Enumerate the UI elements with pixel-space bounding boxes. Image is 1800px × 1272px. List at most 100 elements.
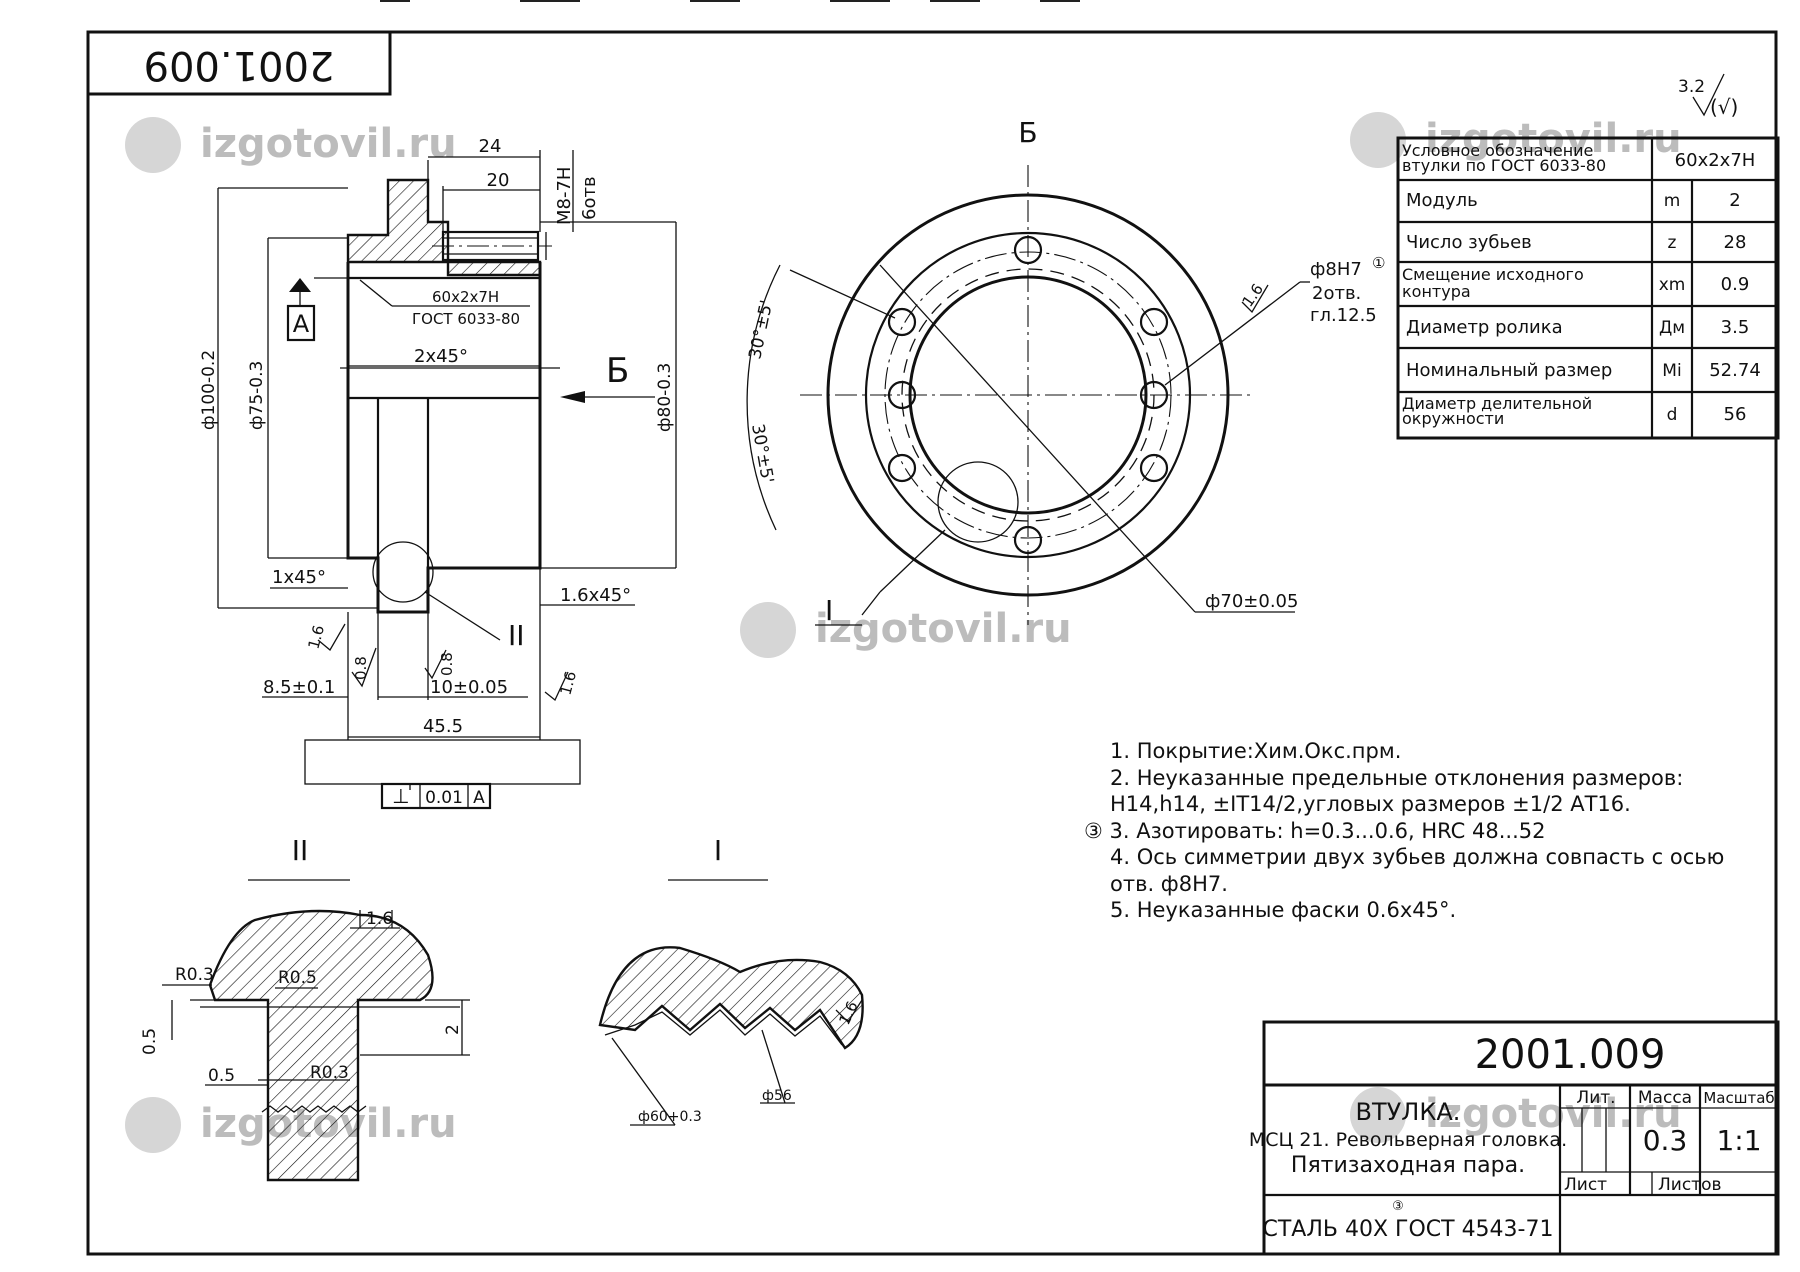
material-mark: ③ [1392,1199,1404,1214]
hole-callout: ф8Н7 [1310,259,1362,280]
watermark-text: izgotovil.ru [1425,1091,1682,1137]
note-line-nitriding: ③ 3. Азотировать: h=0.3...0.6, HRC 48...… [1084,818,1770,845]
thread-qty: 6отв [579,176,600,220]
dim-1-6: 1.6 [366,909,393,929]
dim-0-5-vertical: 0.5 [140,1028,160,1055]
detail-two-title: II [292,834,309,867]
roughness-mark: 1.6 [556,669,580,697]
roughness-suffix: (√) [1710,95,1738,119]
section-view: II Б A 24 20 М8-7Н 6отв 60х2х7Н ГОСТ 603… [199,136,677,810]
spec-row-label: Число зубьев [1406,232,1532,253]
chamfer-2x45: 2х45° [414,346,468,367]
dim-d100: ф100-0.2 [199,350,219,430]
mass-label: Масса [1638,1088,1692,1108]
spec-row-label: Модуль [1406,190,1478,211]
spec-row-value: 3.5 [1721,317,1750,338]
spec-table: Условное обозначение втулки по ГОСТ 6033… [1396,136,1780,440]
spec-row-value: 52.74 [1709,360,1761,381]
dim-d80: ф80-0.3 [655,363,675,432]
view-b-title: Б [1018,116,1037,149]
chamfer-16x45: 1.6х45° [560,585,631,606]
title-part-desc: МСЦ 21. Револьверная головка. [1249,1129,1567,1151]
dim-d60: ф60+0.3 [638,1109,702,1125]
roughness-mark: 1.6 [304,623,328,651]
dim-8-5: 8.5±0.1 [263,677,335,698]
scale-value: 1:1 [1716,1124,1761,1157]
datum-label: A [293,310,310,338]
dim-d75: ф75-0.3 [247,361,267,430]
angle-30-upper: 30°±5' [745,298,777,361]
spec-row-value: 28 [1724,232,1747,253]
dim-2: 2 [443,1024,463,1035]
title-drawing-number: 2001.009 [1475,1032,1666,1078]
dim-45-5: 45.5 [423,716,463,737]
tolerance-value: 0.01 [425,788,463,808]
note-line: Н14,h14, ±IT14/2,угловых размеров ±1/2 А… [1110,792,1631,816]
dim-20: 20 [487,170,510,191]
roughness-mark: 1.6 [1239,280,1267,310]
spec-row-symbol: Дм [1659,318,1685,338]
hole-qty: 2отв. [1312,283,1361,304]
spec-row-symbol: z [1668,233,1677,253]
title-block: 2001.009 ВТУЛКА. МСЦ 21. Револьверная го… [1249,1020,1780,1256]
hole-mark: ① [1372,254,1385,272]
title-part-desc-2: Пятизаходная пара. [1291,1153,1525,1178]
spec-row-value: 0.9 [1721,274,1750,295]
spec-row-value: 2 [1729,190,1740,211]
general-roughness-symbol: 3.2 (√) [1678,73,1738,119]
spec-header-label: Условное обозначение втулки по ГОСТ 6033… [1402,141,1607,175]
sheets-label: Листов [1658,1175,1722,1195]
tolerance-datum: A [473,788,485,808]
detail-two: II R0.3 R0.5 R0.3 1.6 2 0.5 0.5 [140,834,470,1182]
spec-row-symbol: xm [1659,275,1686,295]
dim-10: 10±0.05 [430,677,508,698]
watermark-text: izgotovil.ru [200,121,457,167]
roughness-mark: 0.8 [352,656,370,680]
spec-row-symbol: m [1664,191,1681,211]
dim-0-5: 0.5 [208,1066,235,1086]
spec-row-label: Номинальный размер [1406,360,1612,381]
dim-d56: ф56 [762,1088,792,1104]
spec-row-value: 56 [1724,404,1747,425]
title-material: СТАЛЬ 40Х ГОСТ 4543-71 [1263,1217,1554,1242]
note-text: 3. Азотировать: h=0.3...0.6, HRC 48...52 [1109,818,1546,843]
detail-one-marker: I [825,594,833,627]
technical-notes: 1. Покрытие:Хим.Окс.прм. 2. Неуказанные … [1084,738,1770,924]
spec-row-label: Диаметр делительной окружности [1402,394,1593,428]
detail-one: I ф60+0.3 ф56 1.6 [598,834,864,1126]
note-line: 1. Покрытие:Хим.Окс.прм. [1110,739,1402,763]
title-part-name: ВТУЛКА. [1356,1098,1461,1126]
spec-row-label: Смещение исходного контура [1402,265,1584,301]
radius-r03: R0.3 [175,965,214,985]
watermark-text: izgotovil.ru [815,606,1072,652]
scale-label: Масштаб [1703,1089,1774,1107]
note-line: 4. Ось симметрии двух зубьев должна совп… [1110,845,1725,869]
chamfer-1x45: 1х45° [272,567,326,588]
spline-std: ГОСТ 6033-80 [412,310,520,328]
perpendicularity-symbol: ⊥ [392,784,409,808]
sheet-label: Лист [1564,1175,1607,1195]
spec-header-value: 60х2х7Н [1675,150,1756,171]
spec-row-symbol: d [1667,405,1678,425]
spec-row-label: Диаметр ролика [1406,317,1563,338]
detail-one-title: I [714,834,722,867]
dim-d70: ф70±0.05 [1205,591,1298,612]
spline-callout: 60х2х7Н [432,288,499,306]
spec-row-symbol: Mi [1662,361,1681,381]
note-line: 2. Неуказанные предельные отклонения раз… [1110,765,1684,790]
note-marker: ③ [1084,818,1103,843]
rotated-drawing-number: 2001.009 [144,42,335,88]
radius-r03-lower: R0.3 [310,1063,349,1083]
view-b-arrow-label: Б [606,351,629,391]
dim-24: 24 [479,136,502,157]
bolt-holes [887,235,1169,555]
hole-depth: гл.12.5 [1310,305,1377,326]
note-line: отв. ф8Н7. [1110,871,1228,896]
thread-callout: М8-7Н [554,167,575,225]
view-b: Б ф70±0.05 I 30°±5' 30° [745,116,1385,627]
lit-label: Лит. [1576,1088,1615,1108]
drawing-frame [86,30,1778,1256]
detail-two-marker: II [508,619,525,652]
radius-r05: R0.5 [278,968,317,988]
